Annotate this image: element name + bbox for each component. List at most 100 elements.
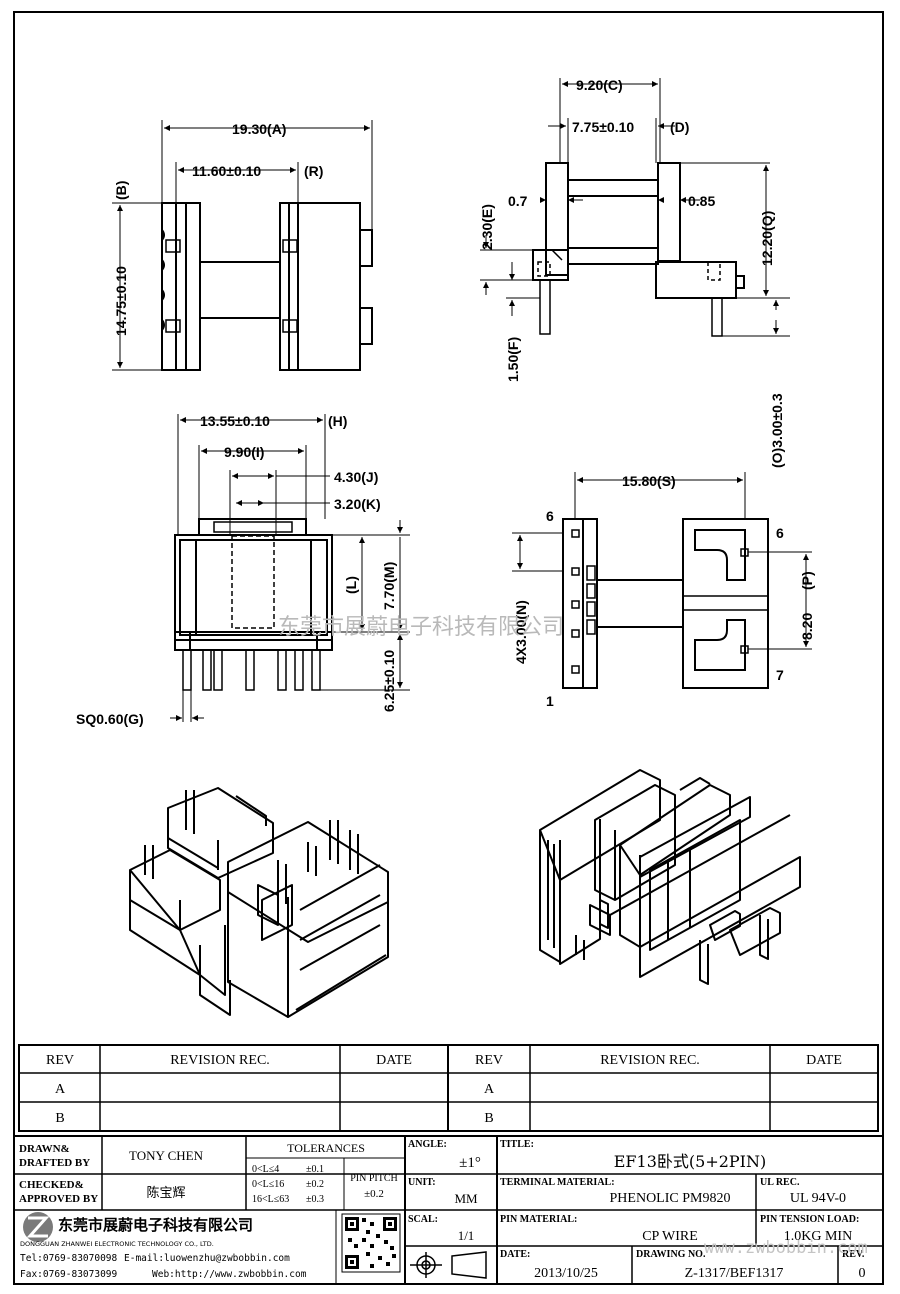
pin-pitch-val: ±0.2 (364, 1188, 384, 1200)
dim-N: 4X3.00(N) (513, 600, 529, 664)
dim-I: 9.90(I) (224, 444, 264, 460)
revrec-header-1: REVISION REC. (170, 1053, 270, 1068)
dim-R: 11.60±0.10 (192, 163, 261, 179)
drawing-no-label: DRAWING NO. (636, 1249, 706, 1260)
url-overlay: www.zwbobbin.com (704, 1238, 868, 1258)
dim-S: 15.80(S) (622, 473, 676, 489)
dim-G: SQ0.60(G) (76, 711, 144, 727)
pin-material-label: PIN MATERIAL: (500, 1214, 577, 1225)
unit-label: UNIT: (408, 1177, 436, 1188)
date-header-2: DATE (806, 1053, 842, 1068)
company-tel: Tel:0769-83070098 (20, 1253, 118, 1264)
dim-K: 3.20(K) (334, 496, 381, 512)
dim-D: 7.75±0.10 (572, 119, 634, 135)
iso-view-left (129, 787, 389, 1018)
tol-range-1: 0<L≤4 (252, 1164, 279, 1175)
pin-label-1: 1 (546, 693, 554, 709)
pin-tension-val: 1.0KG MIN (784, 1229, 852, 1244)
pin-tension-label: PIN TENSION LOAD: (760, 1214, 859, 1225)
terminal-material-label: TERMINAL MATERIAL: (500, 1177, 615, 1188)
scal-val: 1/1 (458, 1228, 475, 1243)
date-header-1: DATE (376, 1053, 412, 1068)
dim-P-val: 8.20 (799, 613, 815, 640)
view-bottom (562, 518, 769, 689)
date-label: DATE: (500, 1249, 530, 1260)
dim-M: 7.70(M) (381, 562, 397, 610)
view-top-right (532, 162, 745, 337)
tol-val-2: ±0.2 (306, 1179, 324, 1190)
rev-row-A-left: A (55, 1082, 66, 1097)
dim-Lval: 6.25±0.10 (381, 650, 397, 712)
rev-row-A-right: A (484, 1082, 495, 1097)
dim-R-tag: (R) (304, 163, 323, 179)
qr-code (341, 1213, 401, 1273)
dim-F: 1.50(F) (505, 337, 521, 382)
rev-header-2: REV (475, 1053, 503, 1068)
tol-val-3: ±0.3 (306, 1194, 324, 1205)
tol-range-2: 0<L≤16 (252, 1179, 284, 1190)
tolerances-label: TOLERANCES (287, 1141, 365, 1155)
ul-label: UL REC. (760, 1177, 800, 1188)
revrec-header-2: REVISION REC. (600, 1053, 700, 1068)
company-fax: Fax:0769-83073099 (20, 1269, 118, 1280)
company-email: E-mail:luowenzhu@zwbobbin.com (124, 1253, 290, 1264)
approved-by: 陈宝辉 (146, 1185, 185, 1201)
unit-val: MM (454, 1191, 478, 1206)
rev-val: 0 (859, 1266, 866, 1281)
company-name-en: DONGGUAN ZHANWEI ELECTRONIC TECHNOLOGY C… (20, 1240, 214, 1248)
view-front (174, 518, 333, 691)
dim-H: 13.55±0.10 (200, 413, 270, 429)
dim-B-val: 14.75±0.10 (113, 266, 129, 336)
drafted-label: DRAFTED BY (19, 1157, 90, 1169)
dim-D-tag: (D) (670, 119, 689, 135)
dims-top-right (480, 78, 790, 337)
rev-header-1: REV (46, 1053, 74, 1068)
drawn-label: DRAWN& (19, 1143, 70, 1155)
dim-O: (O)3.00±0.3 (769, 393, 785, 468)
ul-val: UL 94V-0 (790, 1191, 846, 1206)
dim-A: 19.30(A) (232, 121, 286, 137)
drawn-by: TONY CHEN (129, 1148, 204, 1163)
terminal-material-val: PHENOLIC PM9820 (610, 1191, 731, 1206)
checked-label: CHECKED& (19, 1179, 84, 1191)
title-block (13, 1135, 884, 1285)
dim-P: (P) (799, 571, 815, 590)
dim-L: (L) (343, 576, 359, 594)
rev-label: REV. (842, 1249, 865, 1260)
title-value: EF13卧式(5+2PIN) (614, 1152, 766, 1171)
tol-range-3: 16<L≤63 (252, 1194, 289, 1205)
company-name-cn: 东莞市展蔚电子科技有限公司 (58, 1216, 253, 1234)
company-web: Web:http://www.zwbobbin.com (152, 1269, 307, 1280)
dim-0.85: 0.85 (688, 193, 715, 209)
watermark: 东莞市展蔚电子科技有限公司 (278, 614, 564, 639)
dim-E: 2.30(E) (479, 204, 495, 250)
approved-label: APPROVED BY (19, 1193, 98, 1205)
pin-material-val: CP WIRE (642, 1229, 698, 1244)
scal-label: SCAL: (408, 1214, 438, 1225)
rev-row-B-right: B (484, 1111, 493, 1126)
pin-label-7-right: 7 (776, 667, 784, 683)
drawing-no-val: Z-1317/BEF1317 (685, 1266, 784, 1281)
dim-H-tag: (H) (328, 413, 347, 429)
angle-val: ±1° (459, 1155, 481, 1171)
dim-C: 9.20(C) (576, 77, 623, 93)
pin-pitch-label: PIN PITCH (350, 1173, 398, 1184)
pin-label-6: 6 (546, 508, 554, 524)
iso-view-right (539, 769, 801, 985)
company-logo (23, 1212, 53, 1242)
angle-label: ANGLE: (408, 1139, 447, 1150)
pin-label-6-right: 6 (776, 525, 784, 541)
dim-0.7: 0.7 (508, 193, 528, 209)
dims-bottom (512, 472, 812, 650)
dim-B: (B) (113, 181, 129, 200)
tol-val-1: ±0.1 (306, 1164, 324, 1175)
dims-front (170, 414, 410, 722)
projection-symbol (410, 1251, 487, 1279)
view-top-left (161, 202, 373, 371)
date-val: 2013/10/25 (534, 1266, 598, 1281)
dim-J: 4.30(J) (334, 469, 378, 485)
revision-table (18, 1044, 879, 1132)
dim-Q: 12.20(Q) (759, 211, 775, 266)
title-label: TITLE: (500, 1139, 534, 1150)
